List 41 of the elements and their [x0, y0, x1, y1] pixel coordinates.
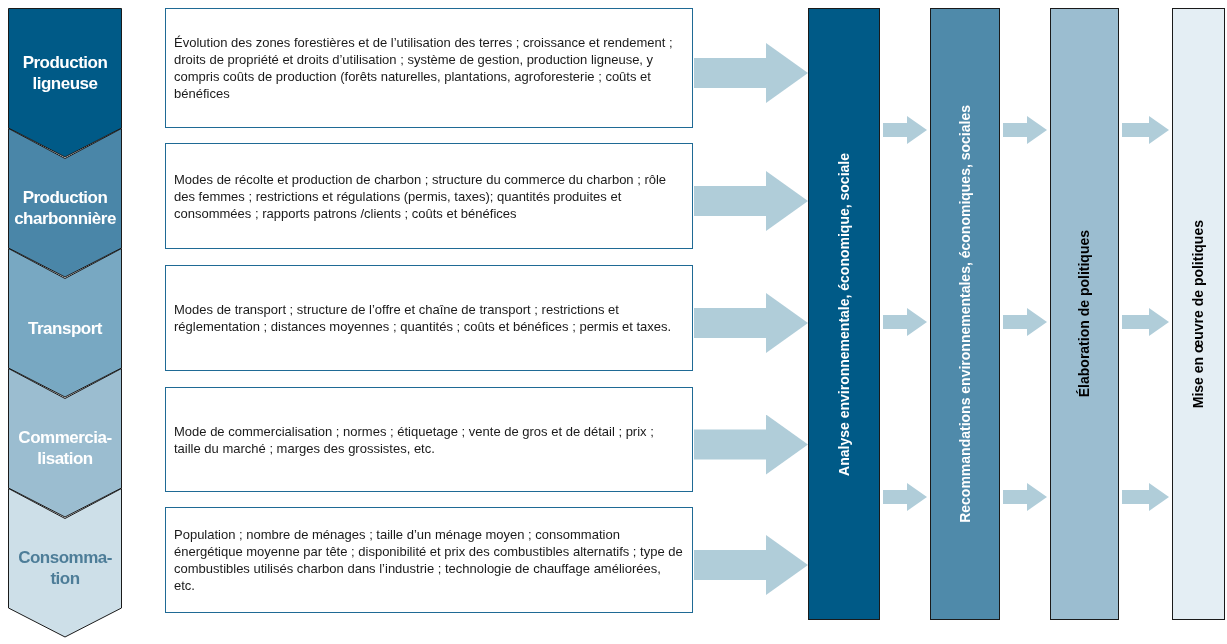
block-arrow — [1122, 483, 1169, 511]
text-box — [165, 8, 693, 128]
block-arrow — [694, 171, 808, 231]
description-text: Évolution des zones forestières et de l’utilisation des terres ; croissance et rendement ; droits de propriété et droits d’utilisation ; système de gestion, production ligneuse, y compris coûts de production (forêts naturelles, plantations, agroforesterie ; coûts et bénéfices — [174, 34, 674, 102]
description-text: Modes de récolte et production de charbon ; structure du commerce du charbon ; rôle des femmes ; restrictions et régulations (permis, taxes); quantités produites et consommées ; rapports patrons /clients ; coûts et bénéfices — [174, 170, 668, 222]
stage-label: Commercia-lisation — [17, 427, 113, 469]
column-label: Analyse environnementale, économique, sociale — [834, 152, 853, 476]
stage-column — [808, 8, 880, 620]
block-arrow — [1003, 116, 1047, 144]
chevron-shape — [8, 248, 122, 398]
stage-label: Consomma-tion — [17, 547, 113, 589]
block-arrow — [1003, 308, 1047, 336]
chevron-shape — [8, 128, 122, 278]
description-text: Mode de commercialisation ; normes ; étiquetage ; vente de gros et de détail ; prix ; taille du marché ; marges des grossistes, etc. — [174, 422, 655, 457]
description-text: Population ; nombre de ménages ; taille d’un ménage moyen ; consommation énergétique moyenne par tête ; disponibilité et prix des combustibles alternatifs ; type de combustibles utilisés charbon dans l’industrie ; technologie de chauffage améliorées, etc. — [174, 526, 684, 594]
column-label: Recommandations environnementales, économiques, sociales — [955, 105, 974, 523]
stage-column — [930, 8, 1000, 620]
text-box — [165, 265, 693, 371]
column-label: Élaboration de politiques — [1075, 230, 1093, 398]
column-label: Mise en œuvre de politiques — [1189, 219, 1207, 409]
chevron-shape — [8, 488, 122, 638]
block-arrow — [883, 116, 927, 144]
text-box — [165, 387, 693, 492]
stage-label: Production charbonnière — [13, 187, 117, 229]
stage-column — [1172, 8, 1225, 620]
block-arrow — [694, 414, 808, 475]
block-arrow — [694, 43, 808, 103]
stage-column — [1050, 8, 1119, 620]
text-box — [165, 143, 693, 249]
chevron-shape — [8, 368, 122, 518]
block-arrow — [1003, 483, 1047, 511]
block-arrow — [883, 308, 927, 336]
stage-label: Production ligneuse — [21, 52, 109, 94]
block-arrow — [883, 483, 927, 511]
text-box — [165, 507, 693, 613]
description-text: Modes de transport ; structure de l’offre et chaîne de transport ; restrictions et réglementation ; distances moyennes ; quantités ; coûts et bénéfices ; permis et taxes. — [174, 301, 673, 335]
stage-label: Transport — [27, 317, 104, 339]
block-arrow — [694, 293, 808, 353]
block-arrow — [694, 535, 808, 595]
block-arrow — [1122, 308, 1169, 336]
block-arrow — [1122, 116, 1169, 144]
